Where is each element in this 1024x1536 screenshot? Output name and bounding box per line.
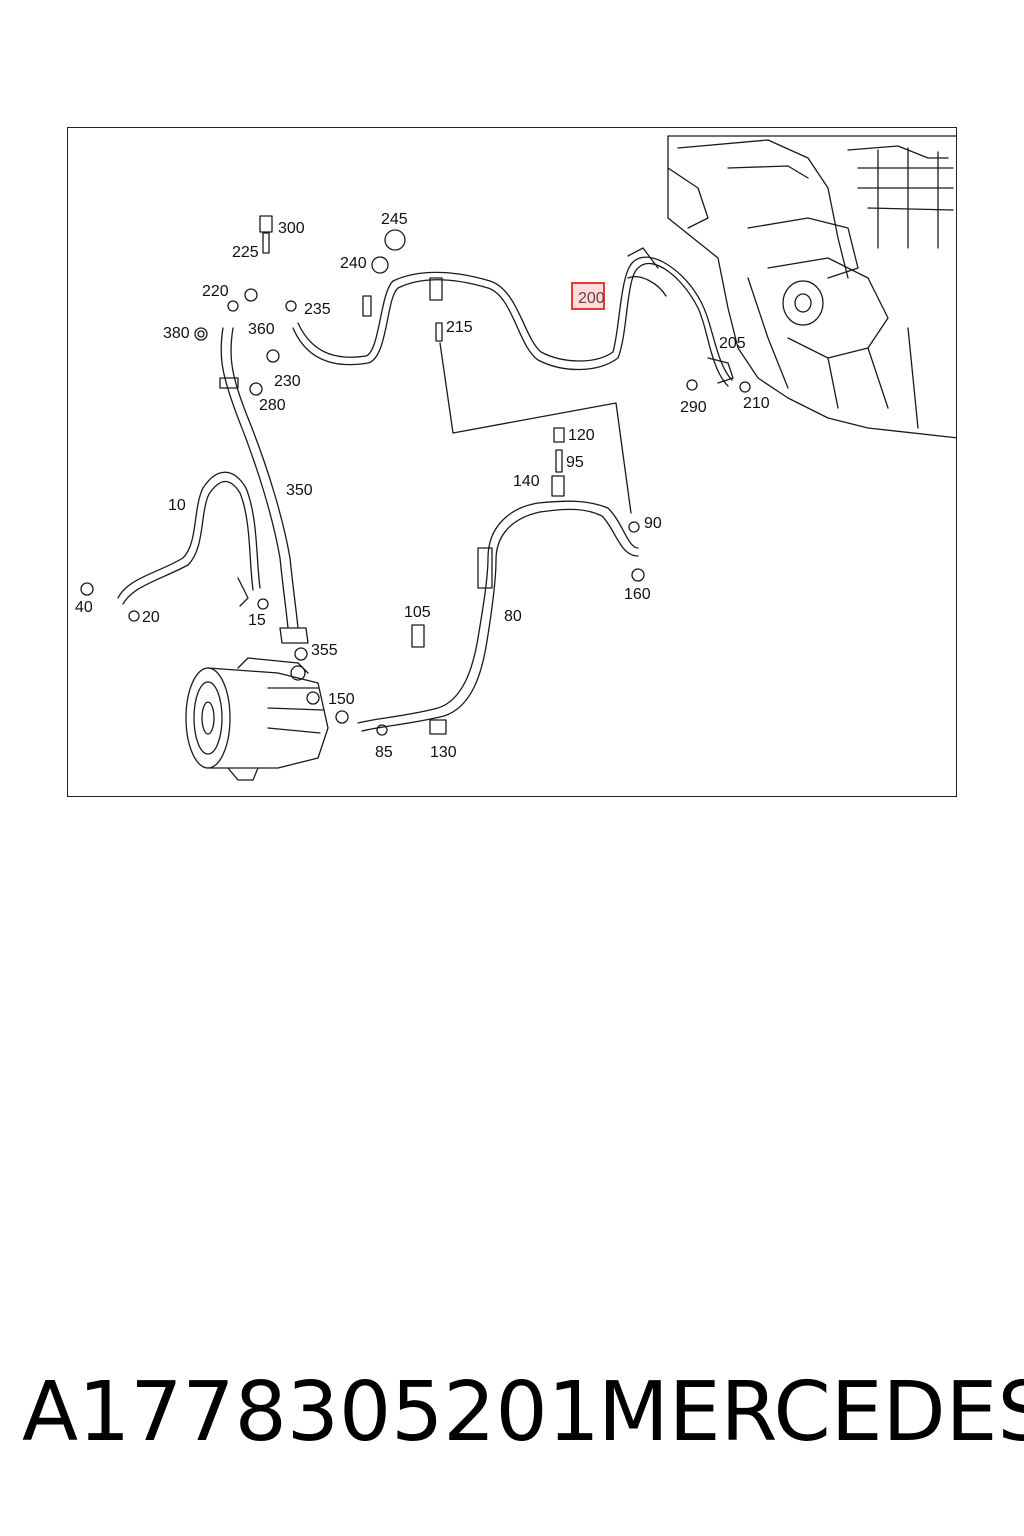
callout-300: 300 — [278, 220, 305, 237]
pipe-80 — [357, 500, 639, 732]
diagram-drawing — [80, 135, 956, 781]
callout-215: 215 — [446, 319, 473, 336]
highlight-box-200 — [571, 282, 605, 310]
pipe-10 — [117, 471, 261, 607]
hvac-housing — [667, 135, 956, 439]
callout-240: 240 — [340, 255, 367, 272]
callout-245: 245 — [381, 211, 408, 228]
callout-225: 225 — [232, 244, 259, 261]
callout-160: 160 — [624, 586, 651, 603]
callout-380: 380 — [163, 325, 190, 342]
callout-280: 280 — [259, 397, 286, 414]
callout-85: 85 — [375, 744, 393, 761]
callout-40: 40 — [75, 599, 93, 616]
callout-20: 20 — [142, 609, 160, 626]
diagram-frame: 300 245 225 240 220 235 215 200 380 360 … — [67, 127, 957, 797]
callout-10: 10 — [168, 497, 186, 514]
callout-90: 90 — [644, 515, 662, 532]
callout-235: 235 — [304, 301, 331, 318]
footer: A1778305201 MERCEDES — [0, 1372, 1024, 1472]
brand-name: MERCEDES — [598, 1365, 1024, 1460]
callout-105: 105 — [404, 604, 431, 621]
fittings — [80, 215, 751, 736]
compressor — [185, 657, 329, 781]
callout-120: 120 — [568, 427, 595, 444]
callout-210: 210 — [743, 395, 770, 412]
part-number: A1778305201 — [22, 1365, 600, 1460]
leader-lines — [439, 342, 632, 514]
callout-360: 360 — [248, 321, 275, 338]
callout-130: 130 — [430, 744, 457, 761]
callout-140: 140 — [513, 473, 540, 490]
callout-220: 220 — [202, 283, 229, 300]
callout-350: 350 — [286, 482, 313, 499]
callout-15: 15 — [248, 612, 266, 629]
callout-95: 95 — [566, 454, 584, 471]
callout-80: 80 — [504, 608, 522, 625]
callout-290: 290 — [680, 399, 707, 416]
callout-150: 150 — [328, 691, 355, 708]
callout-200: 200 — [578, 290, 605, 307]
callout-355: 355 — [311, 642, 338, 659]
pipe-350 — [219, 327, 309, 644]
pipe-200 — [292, 247, 733, 387]
callout-205: 205 — [719, 335, 746, 352]
callout-230: 230 — [274, 373, 301, 390]
